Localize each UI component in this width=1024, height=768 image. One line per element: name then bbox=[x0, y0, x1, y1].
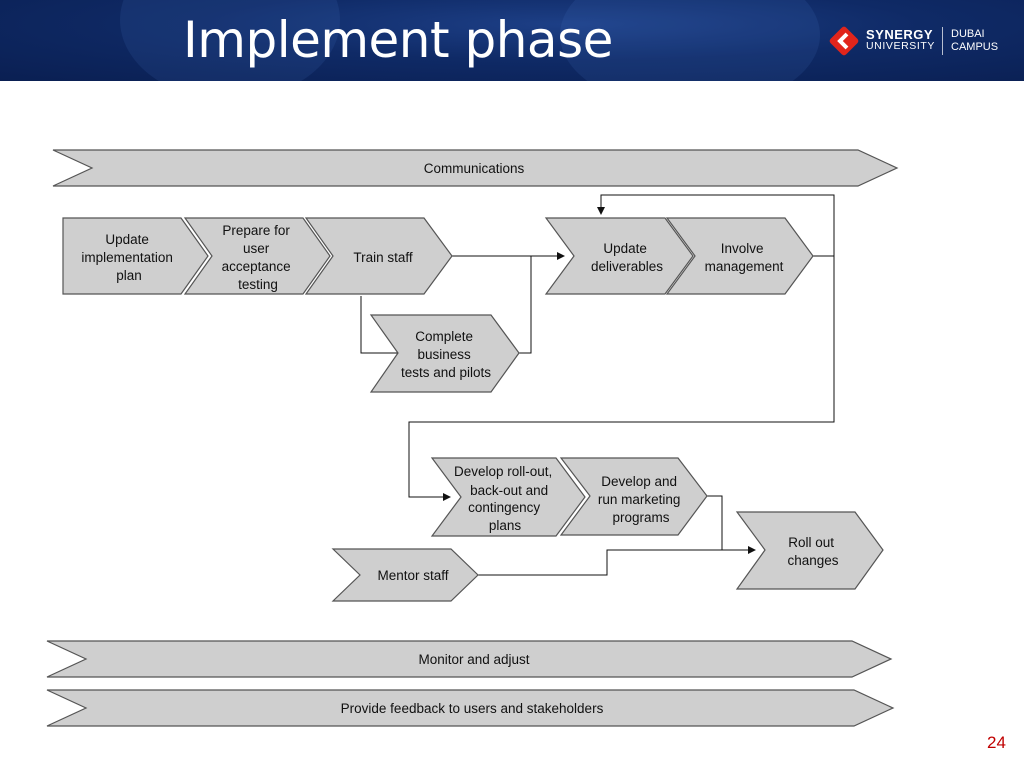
university-logo: SYNERGY UNIVERSITY DUBAI CAMPUS bbox=[829, 25, 1009, 59]
logo-name: SYNERGY bbox=[866, 27, 934, 42]
monitor-label: Monitor and adjust bbox=[418, 652, 529, 667]
step-update-plan: Update implementation plan bbox=[62, 217, 209, 295]
train-staff-label: Train staff bbox=[353, 250, 413, 265]
logo-campus-line1: DUBAI bbox=[951, 28, 985, 40]
step-shape bbox=[665, 217, 814, 295]
connector-to-rollout-plans bbox=[408, 256, 835, 501]
step-develop-rollout: Develop roll-out, back-out and contingen… bbox=[430, 457, 586, 537]
connector-mentor-to-rollout bbox=[478, 549, 722, 576]
communications-banner: Communications bbox=[52, 149, 899, 187]
step-shape bbox=[559, 457, 708, 536]
chevron-left-icon bbox=[829, 26, 859, 56]
connector-involve-loop bbox=[597, 194, 835, 257]
step-shape bbox=[183, 217, 331, 295]
connectors bbox=[360, 194, 835, 576]
roll-out-label: Roll out changes bbox=[787, 535, 838, 568]
step-shape bbox=[304, 217, 453, 295]
slide-title: Implement phase bbox=[183, 11, 613, 69]
banner-shape bbox=[46, 689, 895, 727]
logo-divider bbox=[942, 27, 943, 55]
step-shape bbox=[544, 217, 694, 295]
step-develop-marketing: Develop and run marketing programs bbox=[559, 457, 708, 536]
develop-marketing-label: Develop and run marketing programs bbox=[598, 474, 684, 525]
mentor-staff-label: Mentor staff bbox=[377, 568, 448, 583]
update-plan-label: Update implementation plan bbox=[81, 232, 176, 283]
step-shape bbox=[331, 548, 479, 602]
step-update-deliverables: Update deliverables bbox=[544, 217, 694, 295]
step-shape bbox=[369, 314, 520, 393]
banner-shape bbox=[52, 149, 899, 187]
connector-tests-to-update bbox=[519, 256, 532, 354]
feedback-label: Provide feedback to users and stakeholde… bbox=[341, 701, 604, 716]
step-complete-tests: Complete business tests and pilots bbox=[369, 314, 520, 393]
slide-header: Implement phase SYNERGY UNIVERSITY DUBAI… bbox=[0, 0, 1024, 81]
logo-campus-line2: CAMPUS bbox=[951, 41, 999, 53]
step-shape bbox=[430, 457, 586, 537]
step-involve-management: Involve management bbox=[665, 217, 814, 295]
step-shape bbox=[62, 217, 209, 295]
step-mentor-staff: Mentor staff bbox=[331, 548, 479, 602]
step-roll-out: Roll out changes bbox=[735, 511, 884, 590]
header-glow bbox=[560, 0, 820, 81]
connector-marketing-to-rollout bbox=[707, 495, 756, 554]
update-deliverables-label: Update deliverables bbox=[591, 241, 663, 274]
feedback-banner: Provide feedback to users and stakeholde… bbox=[46, 689, 895, 727]
banner-shape bbox=[46, 640, 893, 678]
step-train-staff: Train staff bbox=[304, 217, 453, 295]
step-prepare-uat: Prepare for user acceptance testing bbox=[183, 217, 331, 295]
communications-label: Communications bbox=[424, 161, 525, 176]
involve-management-label: Involve management bbox=[705, 241, 784, 274]
develop-rollout-label: Develop roll-out, back-out and contingen… bbox=[454, 464, 556, 533]
logo-subtitle: UNIVERSITY bbox=[866, 40, 936, 52]
logo-campus: DUBAI CAMPUS bbox=[951, 28, 998, 54]
header-glow bbox=[120, 0, 340, 81]
step-shape bbox=[735, 511, 884, 590]
monitor-banner: Monitor and adjust bbox=[46, 640, 893, 678]
page-number: 24 bbox=[987, 733, 1006, 752]
complete-tests-label: Complete business tests and pilots bbox=[401, 329, 491, 380]
prepare-uat-label: Prepare for user acceptance testing bbox=[222, 223, 295, 292]
connector-train-to-tests bbox=[360, 296, 409, 357]
